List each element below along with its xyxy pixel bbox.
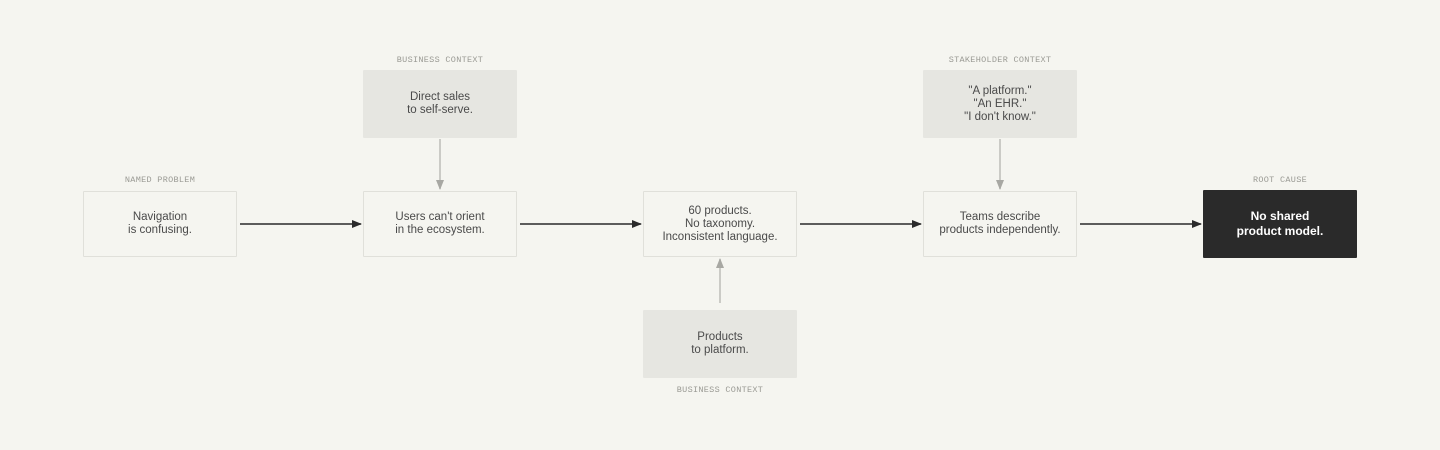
- node-root-cause: No shared product model.: [1203, 190, 1357, 258]
- label-business-context-top: BUSINESS CONTEXT: [396, 55, 484, 65]
- label-named-problem: NAMED PROBLEM: [124, 175, 196, 185]
- node-stakeholder-quotes: "A platform." "An EHR." "I don't know.": [923, 70, 1077, 138]
- node-business-context-platform: Products to platform.: [643, 310, 797, 378]
- node-named-problem: Navigation is confusing.: [83, 191, 237, 257]
- label-stakeholder-context: STAKEHOLDER CONTEXT: [948, 55, 1052, 65]
- label-business-context-bottom: BUSINESS CONTEXT: [676, 385, 764, 395]
- label-root-cause: ROOT CAUSE: [1252, 175, 1307, 185]
- node-teams-describe: Teams describe products independently.: [923, 191, 1077, 257]
- node-business-context-sales: Direct sales to self-serve.: [363, 70, 517, 138]
- node-users-cant-orient: Users can't orient in the ecosystem.: [363, 191, 517, 257]
- node-sixty-products: 60 products. No taxonomy. Inconsistent l…: [643, 191, 797, 257]
